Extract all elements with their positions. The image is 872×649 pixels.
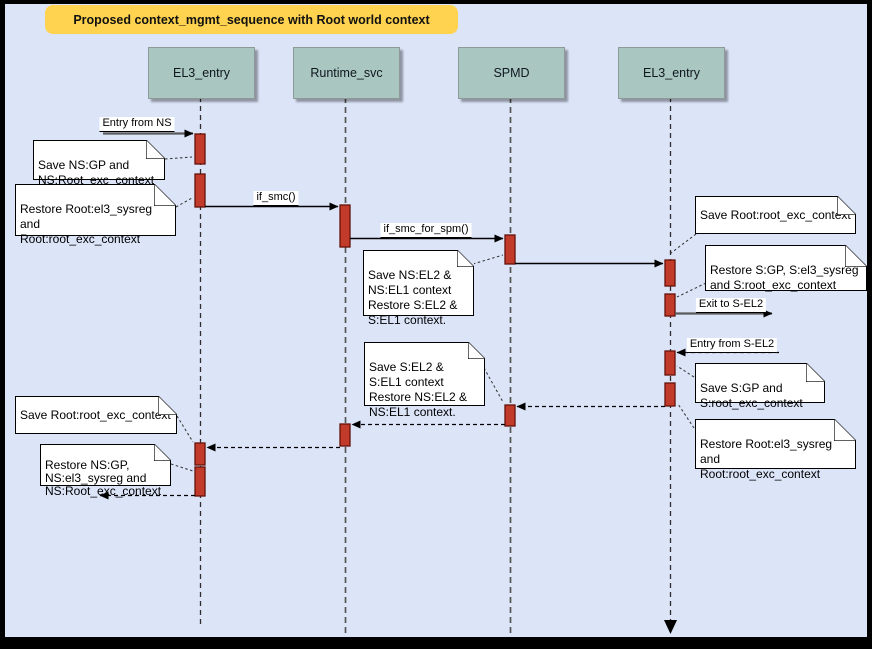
note-fold-icon xyxy=(457,250,474,267)
activation-el3r-4 xyxy=(664,382,676,407)
note-save-ns-gp: Save NS:GP and NS:Root_exc_context xyxy=(33,140,165,187)
note-restore-ns-gp: Restore NS:GP, NS:el3_sysreg and NS:Root… xyxy=(40,444,171,498)
connector-n7 xyxy=(676,365,695,378)
note-fold-icon xyxy=(154,444,171,461)
note-fold-icon xyxy=(834,419,856,441)
note-save-root-exc-right: Save Root:root_exc_context xyxy=(695,196,856,234)
message-label-exit-to-sel2: Exit to S-EL2 xyxy=(695,298,767,313)
activation-runtime-2 xyxy=(339,423,351,447)
note-text: Restore NS:GP, NS:el3_sysreg and NS:Root… xyxy=(45,458,162,498)
note-save-root-exc-left: Save Root:root_exc_context xyxy=(15,396,177,434)
lifeline-header-el3-entry-right: EL3_entry xyxy=(618,47,725,99)
note-text: Save Root:root_exc_context xyxy=(700,207,851,222)
note-fold-icon xyxy=(806,363,825,382)
activation-el3l-1 xyxy=(194,133,206,165)
note-save-ns-el2: Save NS:EL2 & NS:EL1 context Restore S:E… xyxy=(363,250,474,327)
lifeline-header-spmd: SPMD xyxy=(458,47,565,99)
note-text: Save NS:EL2 & NS:EL1 context Restore S:E… xyxy=(368,268,458,327)
connector-n8 xyxy=(677,403,695,429)
activation-el3l-2 xyxy=(194,173,206,208)
connector-n10 xyxy=(170,463,194,472)
activation-bars xyxy=(194,133,676,497)
message-label-if-smc-for-spm: if_smc_for_spm() xyxy=(380,223,472,238)
activation-el3r-2 xyxy=(664,293,676,317)
note-text: Save S:EL2 & S:EL1 context Restore NS:EL… xyxy=(369,360,468,419)
note-restore-root-el3-right: Restore Root:el3_sysreg and Root:root_ex… xyxy=(695,419,856,481)
note-connectors xyxy=(164,156,707,472)
diagram-canvas xyxy=(5,4,867,637)
connector-n5 xyxy=(676,282,707,298)
connector-n3 xyxy=(472,254,504,265)
note-text: Save S:GP and S:root_exc_context xyxy=(700,381,803,410)
note-fold-icon xyxy=(146,140,165,159)
note-text: Restore Root:el3_sysreg and Root:root_ex… xyxy=(20,202,153,246)
note-text: Save NS:GP and NS:Root_exc_context xyxy=(38,158,155,187)
activation-el3r-1 xyxy=(664,259,676,287)
lifeline-header-el3-entry-left: EL3_entry xyxy=(148,47,255,99)
note-restore-root-el3: Restore Root:el3_sysreg and Root:root_ex… xyxy=(15,184,176,246)
note-save-s-el2: Save S:EL2 & S:EL1 context Restore NS:EL… xyxy=(364,342,485,419)
lifeline-header-label: EL3_entry xyxy=(173,66,230,80)
activation-runtime-1 xyxy=(339,204,351,248)
lifeline-end-arrow xyxy=(664,620,677,634)
connector-n4 xyxy=(670,230,701,254)
lifeline-header-label: Runtime_svc xyxy=(310,66,383,80)
note-save-s-gp: Save S:GP and S:root_exc_context xyxy=(695,363,825,410)
note-fold-icon xyxy=(154,184,176,206)
note-text: Restore Root:el3_sysreg and Root:root_ex… xyxy=(700,437,833,481)
diagram-title: Proposed context_mgmt_sequence with Root… xyxy=(45,5,458,34)
note-text: Save Root:root_exc_context xyxy=(20,407,171,422)
activation-spmd-2 xyxy=(504,404,516,427)
message-label-entry-from-ns: Entry from NS xyxy=(99,117,175,132)
message-label-if-smc: if_smc() xyxy=(253,191,299,206)
connector-n9 xyxy=(176,415,194,443)
connector-n2 xyxy=(175,197,193,208)
lifeline-header-runtime-svc: Runtime_svc xyxy=(293,47,400,99)
note-fold-icon xyxy=(837,196,856,215)
lifeline-header-label: SPMD xyxy=(493,66,530,80)
activation-spmd-1 xyxy=(504,234,516,265)
activation-el3l-4 xyxy=(194,466,206,497)
message-label-entry-from-sel2: Entry from S-EL2 xyxy=(686,338,778,353)
note-fold-icon xyxy=(158,396,177,415)
note-fold-icon xyxy=(468,342,485,359)
note-text: Restore S:GP, S:el3_sysreg and S:root_ex… xyxy=(710,263,859,292)
lifeline-header-label: EL3_entry xyxy=(643,66,700,80)
connector-n6 xyxy=(483,367,504,403)
connector-n1 xyxy=(164,156,193,160)
note-fold-icon xyxy=(845,245,867,267)
activation-el3r-3 xyxy=(664,350,676,376)
activation-el3l-3 xyxy=(194,442,206,466)
note-restore-s-gp: Restore S:GP, S:el3_sysreg and S:root_ex… xyxy=(705,245,867,292)
